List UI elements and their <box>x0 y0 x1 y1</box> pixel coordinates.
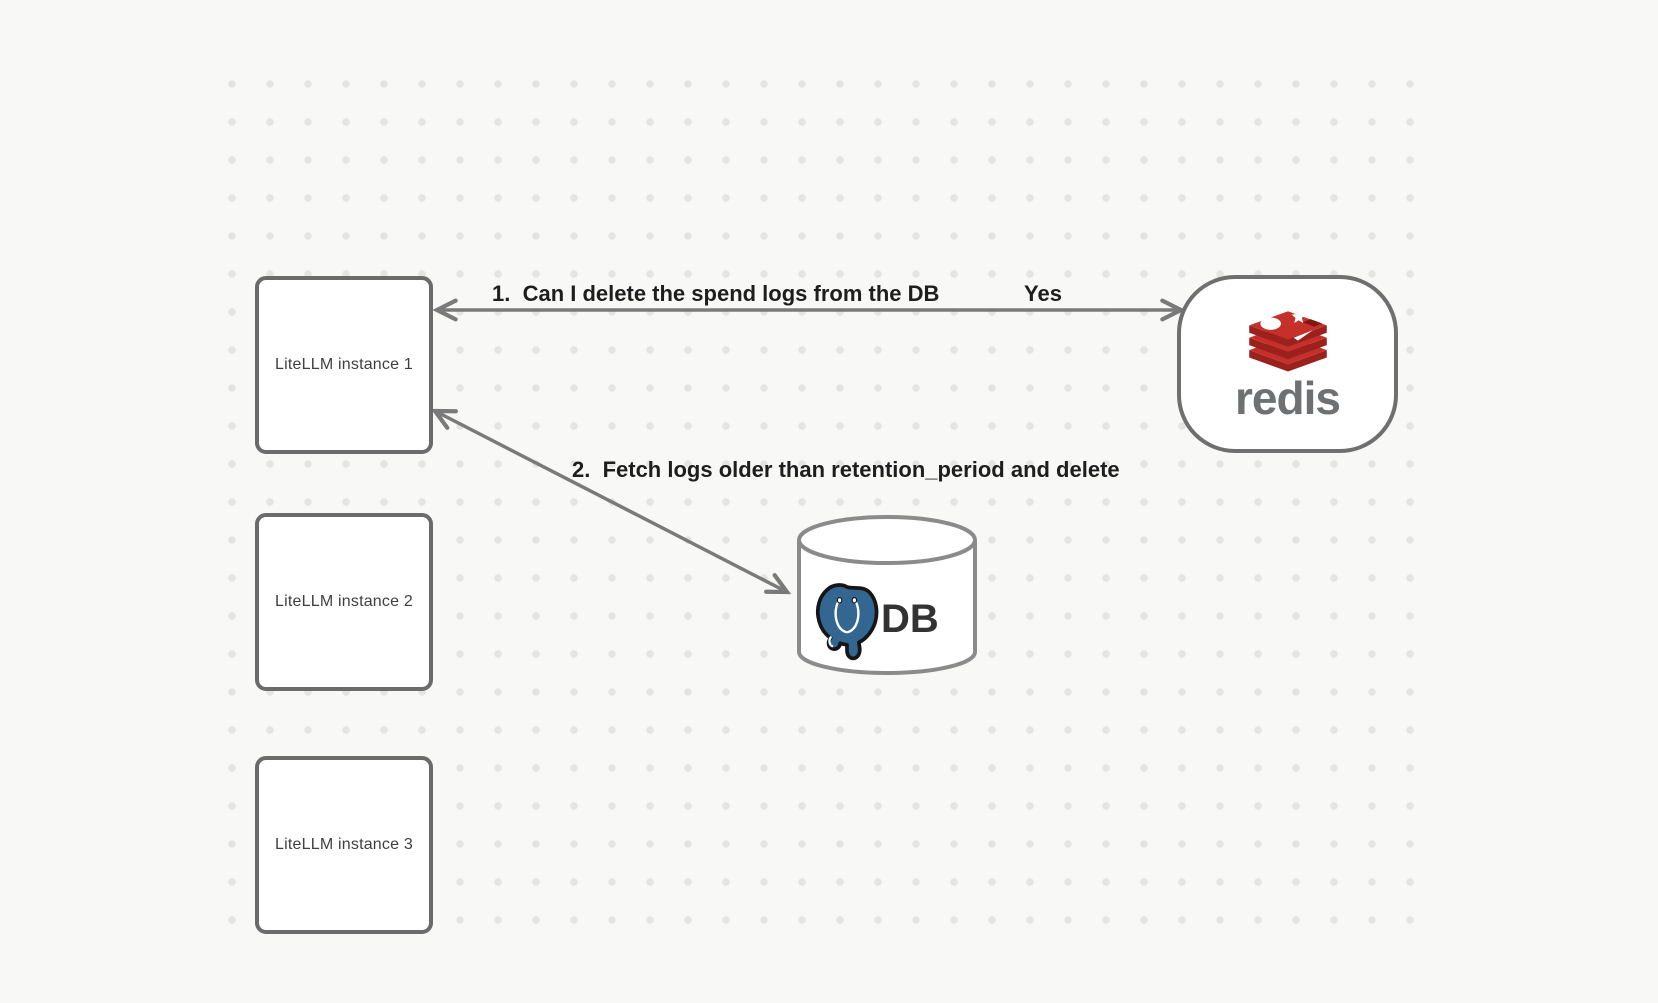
db-node-label: DB <box>881 597 939 641</box>
node-label: LiteLLM instance 2 <box>275 593 413 610</box>
node-litellm-instance-2[interactable]: LiteLLM instance 2 <box>255 513 433 691</box>
edge1-answer-caption[interactable]: Yes <box>1024 281 1062 306</box>
node-redis[interactable]: redis <box>1177 275 1398 453</box>
node-label: LiteLLM instance 1 <box>275 356 413 373</box>
node-litellm-instance-1[interactable]: LiteLLM instance 1 <box>255 276 433 454</box>
node-label: LiteLLM instance 3 <box>275 836 413 853</box>
redis-logo-icon <box>1248 308 1327 372</box>
redis-wordmark: redis <box>1235 371 1341 424</box>
edge1-caption[interactable]: 1. Can I delete the spend logs from the … <box>492 281 940 306</box>
node-litellm-instance-3[interactable]: LiteLLM instance 3 <box>255 756 433 934</box>
edge2-caption[interactable]: 2. Fetch logs older than retention_perio… <box>572 457 1120 482</box>
postgresql-elephant-icon <box>815 583 879 661</box>
